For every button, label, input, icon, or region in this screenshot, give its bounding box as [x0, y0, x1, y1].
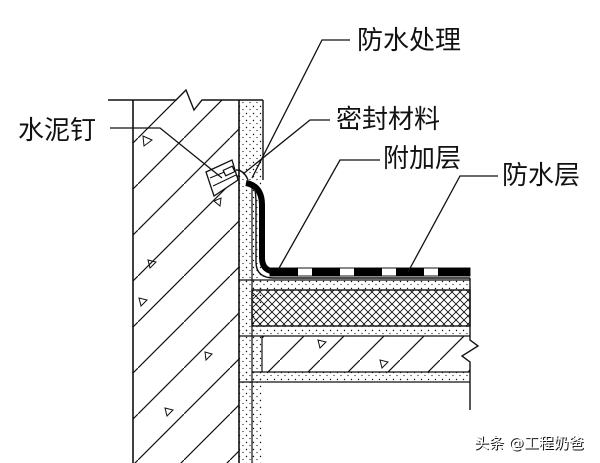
waterproof-strip — [269, 267, 471, 277]
slab — [239, 278, 480, 410]
screed-layer — [239, 279, 470, 290]
watermark: 头条 @工程奶爸 头条 @工程奶爸 — [474, 434, 585, 453]
label-waterproofing-treatment: 防水处理 — [357, 26, 461, 56]
insulation-layer — [251, 289, 471, 327]
watermark-text: 头条 @工程奶爸 — [474, 434, 584, 452]
waterproof-membrane — [245, 180, 471, 279]
label-sealing-material: 密封材料 — [336, 105, 440, 135]
watermark-shadow: 头条 @工程奶爸 — [475, 435, 585, 453]
label-cement-nail: 水泥钉 — [18, 116, 96, 146]
label-additional-layer: 附加层 — [383, 144, 461, 174]
concrete-wall — [108, 88, 263, 463]
leader-lines — [110, 39, 498, 273]
label-waterproof-layer: 防水层 — [502, 161, 580, 191]
